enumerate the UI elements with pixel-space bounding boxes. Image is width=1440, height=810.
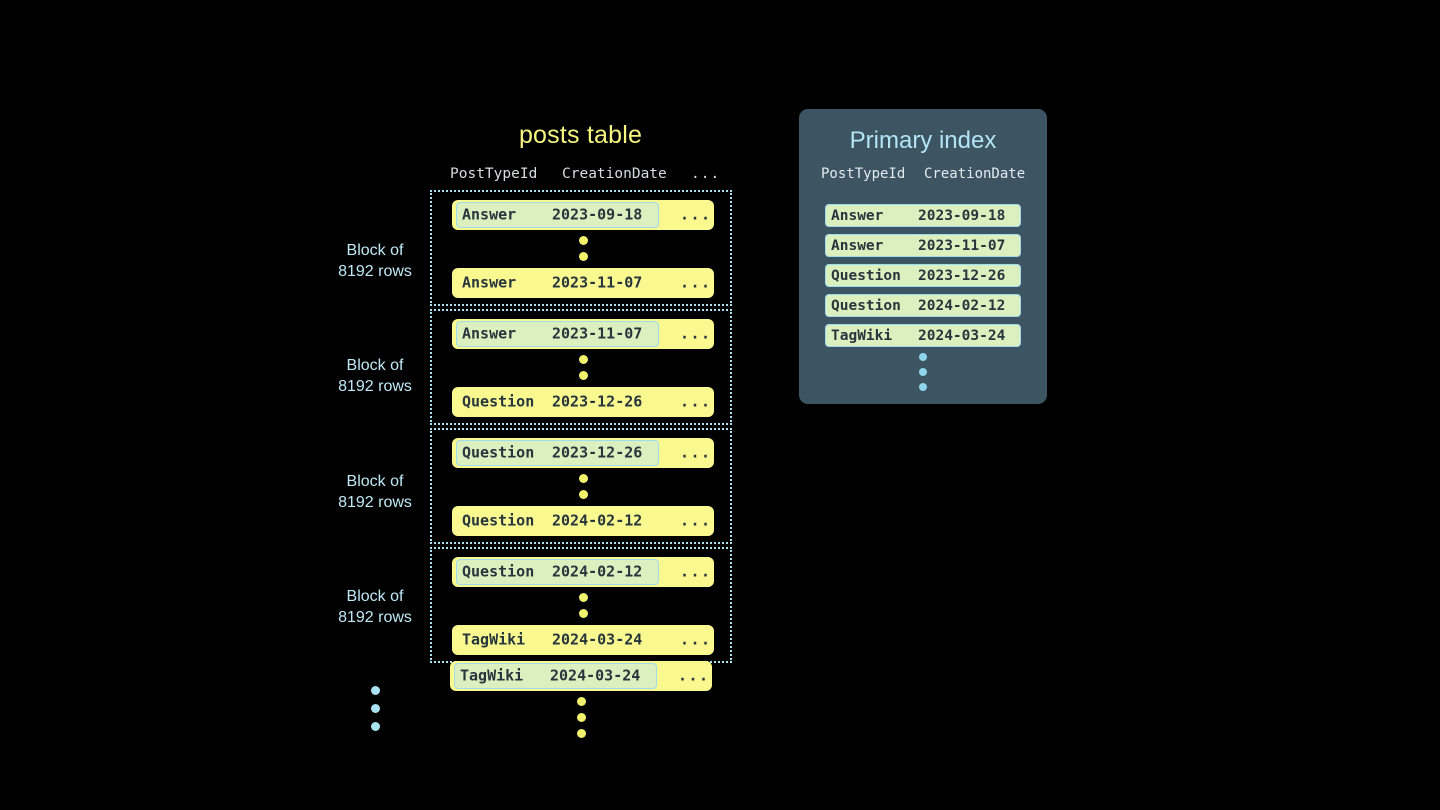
column-header-posttypeid: PostTypeId xyxy=(821,166,906,182)
block-label-line1: Block of xyxy=(346,357,404,374)
cell-posttypeid: Question xyxy=(831,297,901,314)
block-label: Block of 8192 rows xyxy=(310,240,440,282)
cell-creationdate: 2024-02-12 xyxy=(918,297,1006,314)
table-row: Question 2023-12-26 ... xyxy=(452,387,714,417)
block-label-line2: 8192 rows xyxy=(338,378,412,395)
table-continuation-dots xyxy=(577,697,586,738)
block-label: Block of 8192 rows xyxy=(310,586,440,628)
cell-posttypeid: TagWiki xyxy=(831,327,893,344)
index-entry-highlight xyxy=(456,321,659,347)
index-continuation-dots xyxy=(919,353,927,391)
cell-posttypeid: Answer xyxy=(831,207,884,224)
posts-table-title: posts table xyxy=(518,121,643,149)
table-row: Question 2024-02-12 ... xyxy=(452,506,714,536)
cell-posttypeid: Answer xyxy=(831,237,884,254)
cell-more: ... xyxy=(680,324,712,343)
table-row: Question 2024-02-12 ... xyxy=(452,557,714,587)
cell-more: ... xyxy=(680,273,712,292)
cell-creationdate: 2023-11-07 xyxy=(552,273,643,292)
table-row: TagWiki 2024-03-24 ... xyxy=(452,625,714,655)
index-entry-highlight xyxy=(456,202,659,228)
cell-posttypeid: Answer xyxy=(462,324,517,343)
index-row: TagWiki 2024-03-24 xyxy=(825,324,1021,347)
cell-more: ... xyxy=(680,511,712,530)
cell-creationdate: 2023-11-07 xyxy=(918,237,1006,254)
posts-table-section: posts table PostTypeId CreationDate ... … xyxy=(430,118,735,663)
index-entry-highlight xyxy=(456,559,659,585)
cell-posttypeid: Question xyxy=(462,392,535,411)
table-row: Question 2023-12-26 ... xyxy=(452,438,714,468)
table-row: Answer 2023-11-07 ... xyxy=(452,319,714,349)
cell-more: ... xyxy=(680,205,712,224)
index-row: Answer 2023-09-18 xyxy=(825,204,1021,227)
block-label-line2: 8192 rows xyxy=(338,263,412,280)
index-row: Question 2023-12-26 xyxy=(825,264,1021,287)
cell-creationdate: 2024-02-12 xyxy=(552,562,643,581)
block-label-line1: Block of xyxy=(346,473,404,490)
cell-creationdate: 2023-12-26 xyxy=(552,443,643,462)
cell-creationdate: 2024-03-24 xyxy=(552,630,643,649)
table-row: Answer 2023-09-18 ... xyxy=(452,200,714,230)
cell-creationdate: 2023-12-26 xyxy=(918,267,1006,284)
cell-more: ... xyxy=(680,630,712,649)
cell-creationdate: 2024-03-24 xyxy=(550,666,641,685)
cell-more: ... xyxy=(680,443,712,462)
cell-posttypeid: Answer xyxy=(462,205,517,224)
cell-more: ... xyxy=(680,562,712,581)
cell-creationdate: 2023-09-18 xyxy=(918,207,1006,224)
table-row: Answer 2023-11-07 ... xyxy=(452,268,714,298)
blocks-continuation-dots xyxy=(371,686,380,731)
data-block: Question 2024-02-12 ... TagWiki 2024-03-… xyxy=(430,547,732,663)
column-header-creationdate: CreationDate xyxy=(562,166,667,182)
primary-index-panel: Primary index PostTypeId CreationDate An… xyxy=(799,109,1047,404)
column-header-creationdate: CreationDate xyxy=(924,166,1026,182)
data-block: Answer 2023-09-18 ... Answer 2023-11-07 … xyxy=(430,190,732,306)
data-block: Answer 2023-11-07 ... Question 2023-12-2… xyxy=(430,309,732,425)
block-label-line2: 8192 rows xyxy=(338,609,412,626)
cell-posttypeid: Question xyxy=(462,443,535,462)
posts-table-blocks: Answer 2023-09-18 ... Answer 2023-11-07 … xyxy=(430,190,735,666)
cell-creationdate: 2023-11-07 xyxy=(552,324,643,343)
block-label-line1: Block of xyxy=(346,242,404,259)
cell-more: ... xyxy=(678,666,710,685)
cell-posttypeid: Answer xyxy=(462,273,517,292)
cell-posttypeid: TagWiki xyxy=(460,666,524,685)
block-label-line2: 8192 rows xyxy=(338,494,412,511)
posts-table-column-headers: PostTypeId CreationDate ... xyxy=(448,166,738,186)
block-label: Block of 8192 rows xyxy=(310,471,440,513)
index-row: Question 2024-02-12 xyxy=(825,294,1021,317)
cell-posttypeid: Question xyxy=(831,267,901,284)
index-entry-highlight xyxy=(456,440,659,466)
cell-posttypeid: TagWiki xyxy=(462,630,526,649)
primary-index-title: Primary index xyxy=(849,127,997,154)
table-row-tail: TagWiki 2024-03-24 ... xyxy=(450,661,712,691)
cell-posttypeid: Question xyxy=(462,511,535,530)
column-header-posttypeid: PostTypeId xyxy=(450,166,538,182)
index-row: Answer 2023-11-07 xyxy=(825,234,1021,257)
cell-creationdate: 2023-09-18 xyxy=(552,205,643,224)
cell-creationdate: 2024-02-12 xyxy=(552,511,643,530)
block-label-line1: Block of xyxy=(346,588,404,605)
block-label: Block of 8192 rows xyxy=(310,355,440,397)
data-block: Question 2023-12-26 ... Question 2024-02… xyxy=(430,428,732,544)
cell-more: ... xyxy=(680,392,712,411)
index-entry-highlight xyxy=(454,663,657,689)
cell-creationdate: 2024-03-24 xyxy=(918,327,1006,344)
cell-creationdate: 2023-12-26 xyxy=(552,392,643,411)
primary-index-column-headers: PostTypeId CreationDate xyxy=(799,166,1047,186)
cell-posttypeid: Question xyxy=(462,562,535,581)
column-header-ellipsis: ... xyxy=(691,166,721,182)
